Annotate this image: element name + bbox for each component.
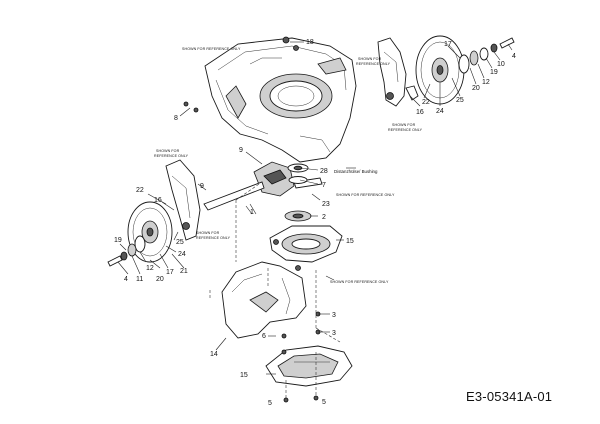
callout-20-right: 20 <box>472 85 480 92</box>
callout-3-lower: 3 <box>332 330 336 337</box>
callout-5-left: 5 <box>268 400 272 407</box>
callout-14: 14 <box>210 351 218 358</box>
callout-numbers: 18 8 9 28 7 23 2 15 3 3 6 14 15 5 5 1 9 … <box>114 39 516 407</box>
callout-23: 23 <box>322 201 330 208</box>
left-wheel-assembly <box>107 159 201 267</box>
callout-25-left: 25 <box>176 239 184 246</box>
callout-20-left: 20 <box>156 276 164 283</box>
callout-1: 1 <box>250 209 254 216</box>
callout-22-left: 22 <box>136 187 144 194</box>
callout-4-right: 4 <box>512 53 516 60</box>
callout-15-lower: 15 <box>240 372 248 379</box>
lower-cover <box>265 345 353 387</box>
note-right-reference-line2: REFERENCE ONLY <box>356 62 391 66</box>
callout-12-right: 12 <box>482 79 490 86</box>
callout-21-left: 21 <box>180 268 188 275</box>
callout-11-left: 11 <box>136 276 143 283</box>
dashed-frames <box>209 181 341 400</box>
note-deck-reference: SHOWN FOR REFERENCE ONLY <box>182 47 241 51</box>
note-left-reference-line2: REFERENCE ONLY <box>154 154 189 158</box>
reference-notes: SHOWN FOR REFERENCE ONLY SHOWN FOR REFER… <box>154 47 423 284</box>
callout-16-left: 16 <box>154 197 162 204</box>
gearbox-drive <box>203 161 323 222</box>
callout-10-right: 10 <box>497 61 505 68</box>
callout-28: 28 <box>320 168 328 175</box>
note-right-reference-line1: SHOWN FOR <box>358 57 382 61</box>
blade-housing-upper <box>269 225 343 271</box>
callout-15-upper: 15 <box>346 238 354 245</box>
callout-6: 6 <box>262 333 266 340</box>
note-left-wheel-reference-line1: SHOWN FOR <box>196 231 220 235</box>
diagram-reference-code: E3-05341A-01 <box>466 389 553 404</box>
callout-8: 8 <box>174 115 178 122</box>
callout-2: 2 <box>322 214 326 221</box>
callout-12-left: 12 <box>146 265 154 272</box>
callout-5-right: 5 <box>322 399 326 406</box>
right-wheel-assembly <box>377 35 515 107</box>
note-chute-reference: SHOWN FOR REFERENCE ONLY <box>330 280 389 284</box>
mower-deck <box>204 36 357 163</box>
callout-17-left: 17 <box>166 269 174 276</box>
note-left-reference-line1: SHOWN FOR <box>156 149 180 153</box>
callout-24-right: 24 <box>436 108 444 115</box>
callout-9-left: 9 <box>200 183 204 190</box>
callout-9: 9 <box>239 147 243 154</box>
note-mid-reference: SHOWN FOR REFERENCE ONLY <box>336 193 395 197</box>
leader-lines <box>117 41 513 375</box>
callout-18: 18 <box>306 39 314 46</box>
note-right-wheel-reference-line1: SHOWN FOR <box>392 123 416 127</box>
callout-16-right: 16 <box>416 109 424 116</box>
note-left-wheel-reference-line2: REFERENCE ONLY <box>196 236 231 240</box>
callout-4-left: 4 <box>124 276 128 283</box>
callout-3-upper: 3 <box>332 312 336 319</box>
callout-24-left: 24 <box>178 251 186 258</box>
callout-17-right: 17 <box>444 41 452 48</box>
callout-19-left: 19 <box>114 237 122 244</box>
chute-plate <box>221 261 307 339</box>
callout-25-right: 25 <box>456 97 464 104</box>
note-bushing: Distanzhülse/ Bushing <box>334 169 378 174</box>
note-right-wheel-reference-line2: REFERENCE ONLY <box>388 128 423 132</box>
callout-7: 7 <box>322 182 326 189</box>
callout-22-right: 22 <box>422 99 430 106</box>
callout-19-right: 19 <box>490 69 498 76</box>
